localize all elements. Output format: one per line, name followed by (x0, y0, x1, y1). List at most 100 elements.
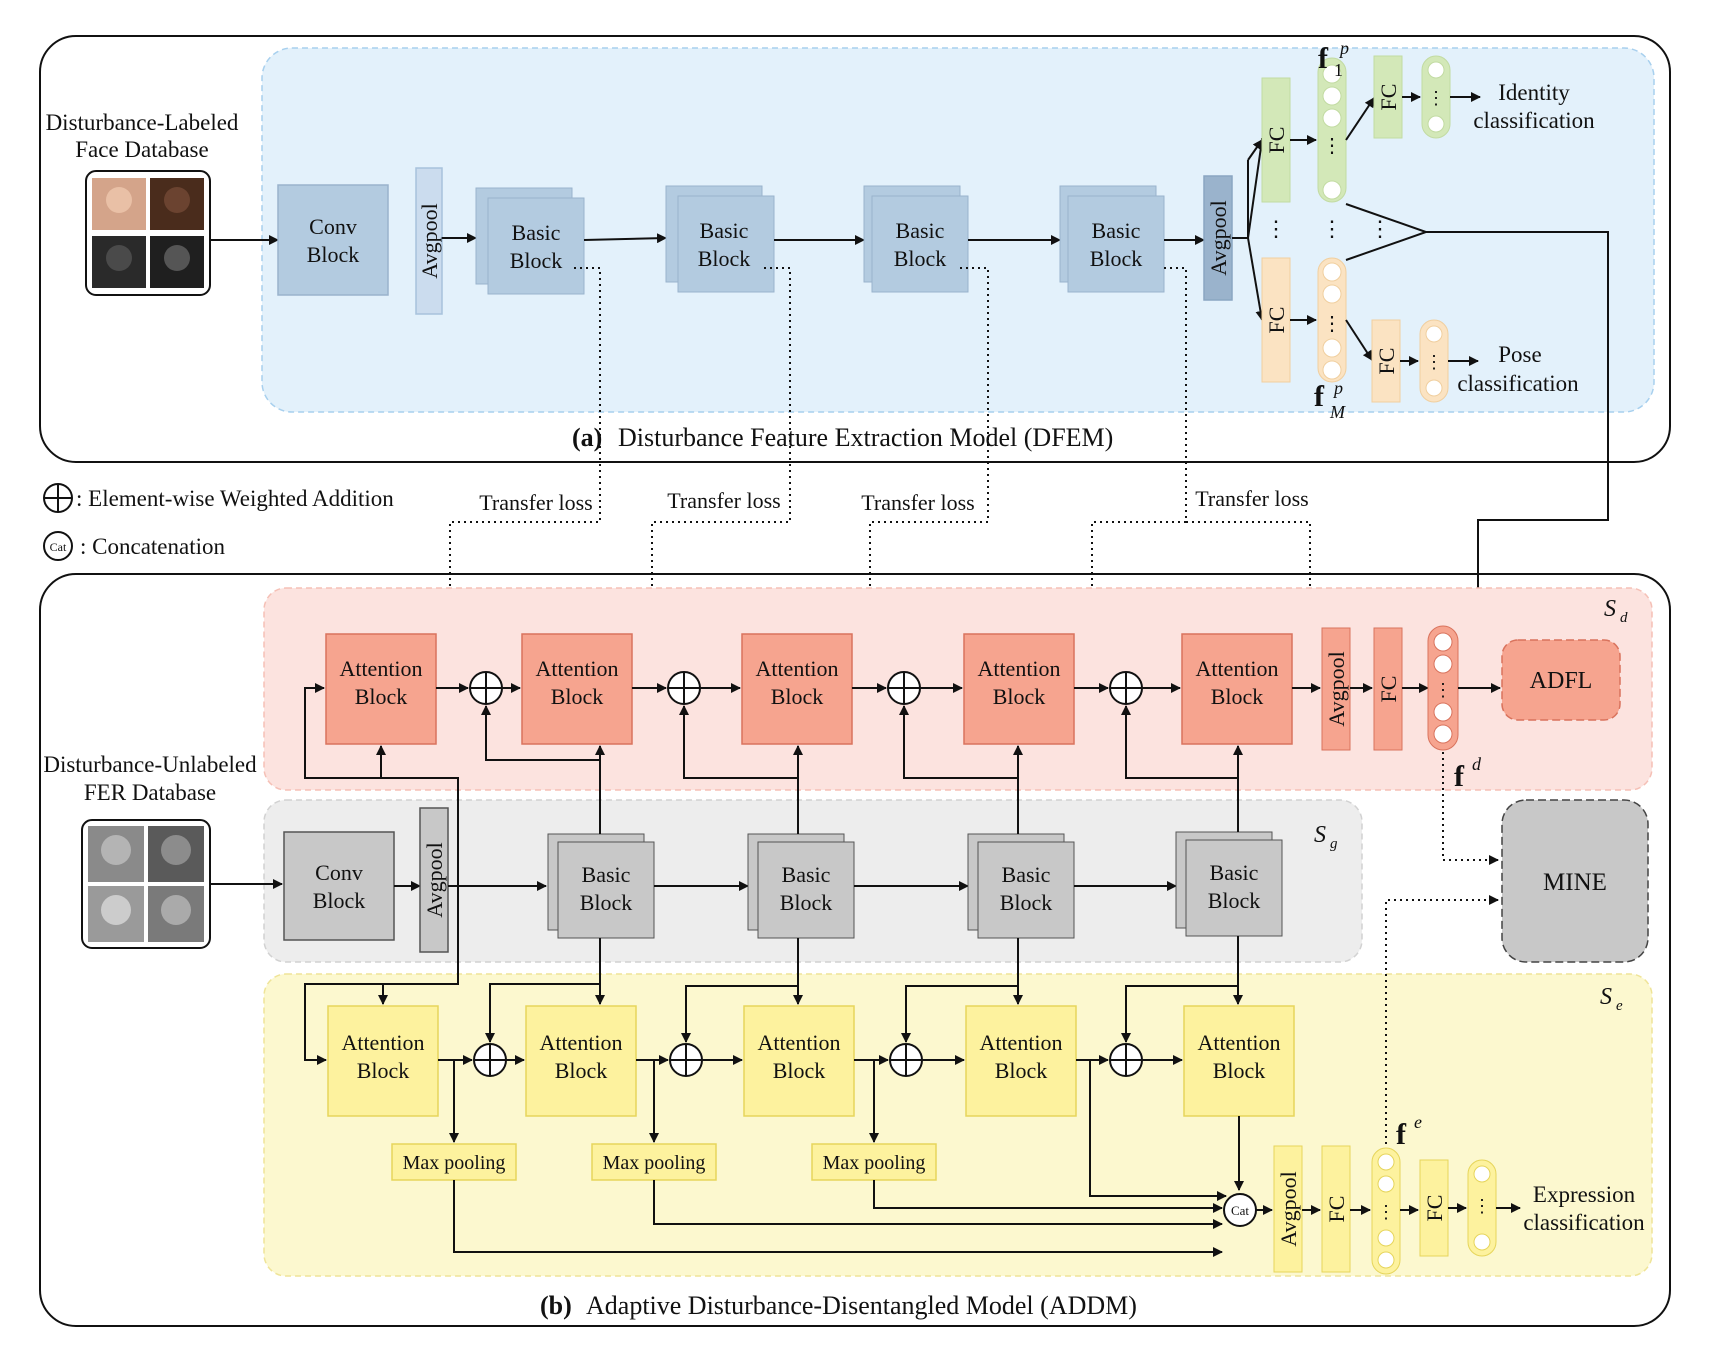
sd-attn-4-label-1: Attention (977, 656, 1060, 681)
feature-vector-fMp: ⋮ (1317, 257, 1347, 383)
feature-fMp-sup: p (1332, 378, 1343, 398)
sd-attn-1-label-1: Attention (339, 656, 422, 681)
expression-fc (1419, 1159, 1449, 1257)
sd-attention-block-1: Attention Block (325, 633, 437, 745)
se-attn-1-label-1: Attention (341, 1030, 424, 1055)
dfem-basic-block-2: Basic Block (665, 185, 775, 293)
se-fc-label: FC (1324, 1196, 1349, 1223)
se-attention-block-3: Attention Block (743, 1005, 855, 1117)
se-attention-block-1: Attention Block (327, 1005, 439, 1117)
addm-db-label-2: FER Database (84, 780, 216, 805)
se-symbol: S (1600, 984, 1612, 1010)
se-attn-3-label-2: Block (773, 1058, 826, 1083)
sd-add-3 (887, 671, 921, 705)
dfem-basic-block-3: Basic Block (863, 185, 969, 293)
dfem-conv-block (277, 184, 389, 296)
feature-fd-symbol: f (1454, 760, 1465, 793)
addm-basic-2-label-1: Basic (782, 862, 831, 887)
sd-avgpool-label: Avgpool (1324, 651, 1349, 726)
pose-label-1: Pose (1498, 342, 1541, 367)
dfem-basic-2-label-1: Basic (700, 218, 749, 243)
dfem-basic-1-label-2: Block (510, 248, 563, 273)
dfem-caption-bold: (a) (572, 423, 602, 452)
concat-legend-icon: Cat (43, 531, 73, 561)
dfem-fc-pose-label: FC (1264, 307, 1289, 334)
expression-label-2: classification (1523, 1210, 1645, 1235)
feature-fe-sup: e (1414, 1112, 1422, 1132)
feature-vector-f1p: ⋮ (1317, 57, 1347, 203)
dfem-fc-pose (1261, 257, 1291, 383)
legend-concat-label: : Concatenation (80, 534, 225, 559)
se-attention-block-5: Attention Block (1183, 1005, 1295, 1117)
addm-conv-label-1: Conv (315, 860, 363, 885)
sd-sub: d (1620, 610, 1628, 626)
pose-output-vector: ⋮ (1419, 319, 1449, 403)
pose-fc-label: FC (1374, 348, 1399, 375)
sd-attention-block-5: Attention Block (1181, 633, 1293, 745)
sg-sub: g (1330, 836, 1338, 852)
pose-fc (1371, 319, 1401, 403)
concat-node-label: Cat (1231, 1203, 1249, 1218)
svg-text:⋮: ⋮ (1434, 680, 1452, 700)
dfem-db-label-2: Face Database (75, 137, 208, 162)
sd-attn-3-label-2: Block (771, 684, 824, 709)
identity-fc (1373, 55, 1403, 139)
vertical-dots-3: ⋮ (1369, 216, 1391, 241)
identity-label-1: Identity (1498, 80, 1570, 105)
addm-avgpool (419, 807, 449, 953)
expression-label-1: Expression (1533, 1182, 1636, 1207)
addm-basic-1-label-1: Basic (582, 862, 631, 887)
addm-basic-block-1: Basic Block (547, 833, 655, 939)
svg-text:⋮: ⋮ (1425, 352, 1443, 372)
dfem-avgpool-1 (415, 167, 443, 315)
adfl-box (1501, 639, 1621, 721)
max-pooling-2-label: Max pooling (603, 1152, 706, 1174)
transfer-loss-1: Transfer loss (479, 490, 592, 515)
addm-basic-block-2: Basic Block (747, 833, 855, 939)
pose-label-2: classification (1457, 371, 1579, 396)
sd-symbol: S (1604, 596, 1616, 622)
max-pooling-3-label: Max pooling (823, 1152, 926, 1174)
se-fc (1321, 1145, 1351, 1273)
se-attention-block-4: Attention Block (965, 1005, 1077, 1117)
feature-vector-fe: ⋮ (1371, 1147, 1401, 1275)
se-attn-3-label-1: Attention (757, 1030, 840, 1055)
adfl-label: ADFL (1530, 668, 1593, 694)
expression-output-vector: ⋮ (1467, 1159, 1497, 1257)
svg-text:⋮: ⋮ (1427, 88, 1445, 108)
se-add-4 (1109, 1043, 1143, 1077)
feature-f1p-sub: 1 (1334, 60, 1343, 80)
addm-basic-2-label-2: Block (780, 890, 833, 915)
dfem-fc-identity-label: FC (1264, 127, 1289, 154)
vertical-dots-2: ⋮ (1321, 216, 1343, 241)
dfem-basic-block-1: Basic Block (475, 187, 585, 295)
fer-database-image (81, 819, 211, 949)
dfem-basic-3-label-2: Block (894, 246, 947, 271)
dfem-basic-4-label-2: Block (1090, 246, 1143, 271)
addm-basic-block-4: Basic Block (1175, 831, 1283, 937)
legend-addition-label: : Element-wise Weighted Addition (76, 486, 394, 511)
identity-label-2: classification (1473, 108, 1595, 133)
transfer-loss-3: Transfer loss (861, 490, 974, 515)
se-attn-5-label-2: Block (1213, 1058, 1266, 1083)
identity-fc-label: FC (1376, 84, 1401, 111)
sd-attn-2-label-2: Block (551, 684, 604, 709)
se-attn-1-label-2: Block (357, 1058, 410, 1083)
sd-fc-label: FC (1376, 676, 1401, 703)
sd-attention-block-4: Attention Block (963, 633, 1075, 745)
sd-attn-1-label-2: Block (355, 684, 408, 709)
addm-avgpool-label: Avgpool (422, 842, 447, 917)
svg-text:⋮: ⋮ (1322, 135, 1342, 157)
addm-basic-4-label-2: Block (1208, 888, 1261, 913)
addm-caption-bold: (b) (540, 1291, 572, 1320)
identity-output-vector: ⋮ (1421, 55, 1451, 139)
sd-attn-4-label-2: Block (993, 684, 1046, 709)
dfem-basic-block-4: Basic Block (1059, 185, 1165, 293)
se-attn-2-label-2: Block (555, 1058, 608, 1083)
concat-node: Cat (1223, 1193, 1257, 1227)
legend-cat-symbol: Cat (50, 540, 67, 554)
feature-f1p-sup: p (1338, 38, 1349, 58)
dfem-avgpool-2 (1203, 175, 1233, 301)
sd-add-2 (667, 671, 701, 705)
se-avgpool-label: Avgpool (1276, 1171, 1301, 1246)
